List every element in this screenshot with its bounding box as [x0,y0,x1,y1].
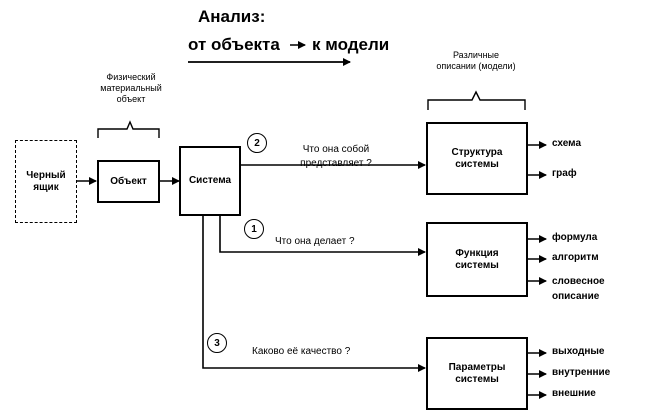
function-block: Функция системы [426,222,528,297]
arrow-system-to-function [219,216,426,256]
question-structure: Что она собой представляет ? [300,144,372,169]
note-descriptions: Различные описании (модели) [436,50,516,71]
branch-number-3: 3 [207,333,227,353]
branch-number-2: 2 [247,133,267,153]
output-function-item: словесное описание [552,276,605,302]
output-function-item: формула [552,232,598,243]
branch-number-1: 1 [244,219,264,239]
black-box-block: Черный ящик [15,140,77,223]
output-function-item: алгоритм [552,252,599,263]
system-block: Система [179,146,241,216]
structure-block: Структура системы [426,122,528,195]
output-parameters-item: внутренние [552,367,611,378]
brace-descriptions [427,90,526,110]
diagram-title-line1: Анализ: [198,7,266,26]
brace-physical-object [97,120,160,138]
output-structure-item: граф [552,168,577,179]
output-parameters-item: внешние [552,388,596,399]
question-function: Что она делает ? [275,236,355,247]
question-parameters: Каково её качество ? [252,346,351,357]
object-block: Объект [97,160,160,203]
parameters-block: Параметры системы [426,337,528,410]
diagram-title-from: от объекта [188,35,280,54]
note-physical-object: Физический материальный объект [100,72,162,104]
diagram-title-to: к модели [312,35,390,54]
output-parameters-item: выходные [552,346,605,357]
arrow-system-to-parameters [202,216,426,372]
output-structure-item: схема [552,138,581,149]
